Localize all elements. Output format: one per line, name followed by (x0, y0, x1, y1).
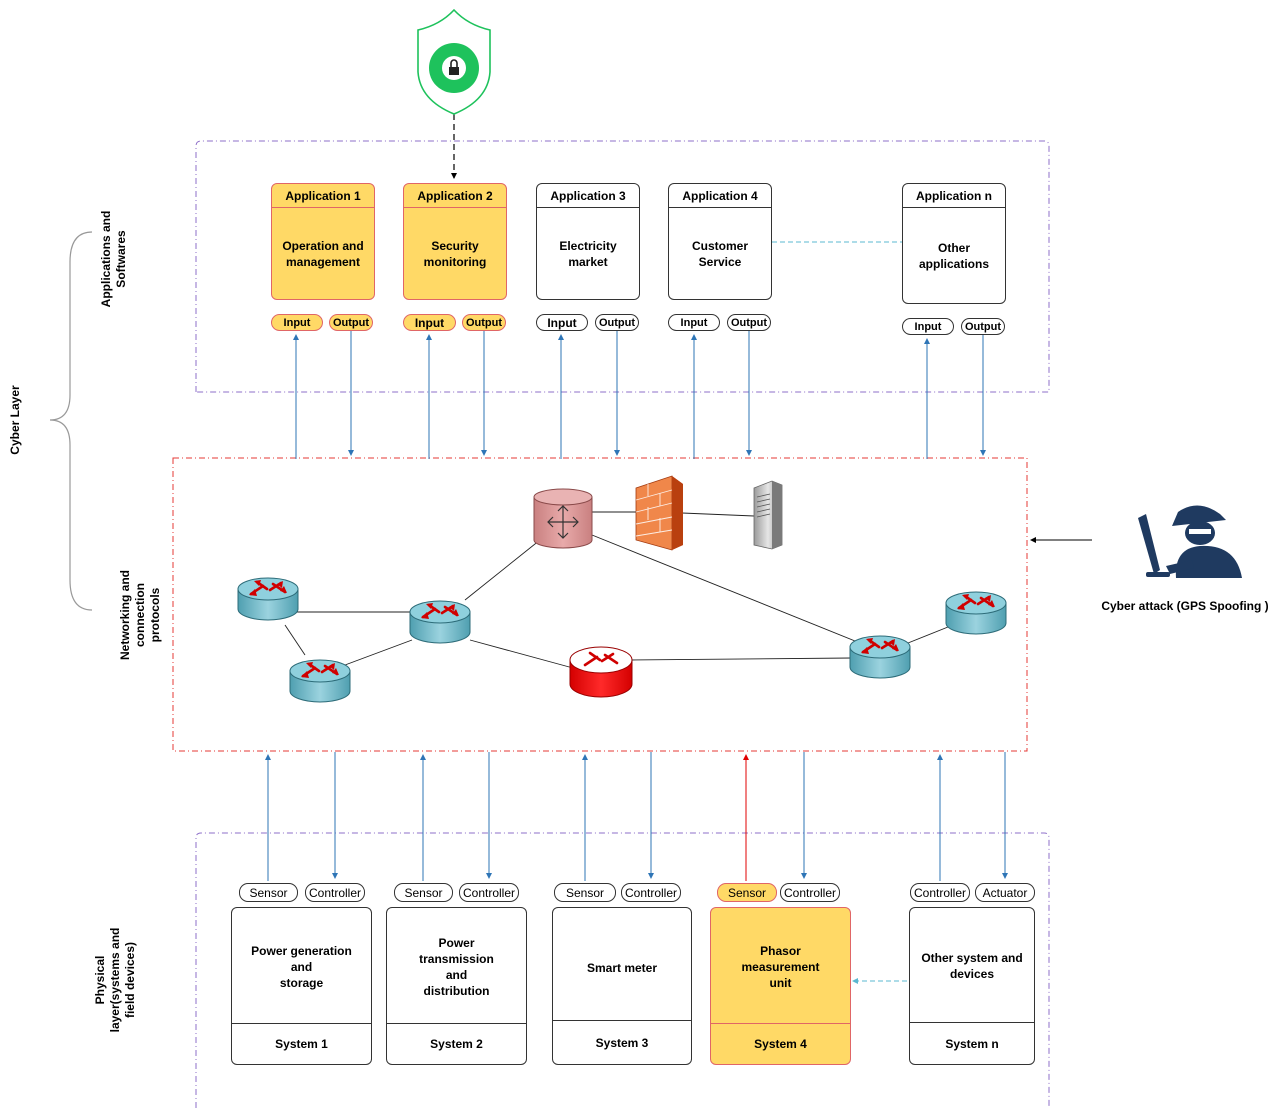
application-n-output-port[interactable]: Output (961, 318, 1005, 335)
application-title: Application 4 (669, 184, 771, 208)
networking-layer-label: Networking and connection protocols (117, 570, 162, 661)
shield-lock-icon (417, 8, 491, 115)
system-3-controller-port[interactable]: Controller (621, 883, 681, 902)
system-1-card[interactable]: Power generation and storage System 1 (231, 907, 372, 1065)
system-3-sensor-port[interactable]: Sensor (554, 883, 616, 902)
application-description: Electricity market (559, 238, 617, 269)
router-icon (237, 576, 299, 622)
attacker-label: Cyber attack (GPS Spoofing ) (1101, 599, 1269, 613)
application-4-card[interactable]: Application 4 Customer Service (668, 183, 772, 300)
application-2-output-port[interactable]: Output (462, 314, 506, 331)
application-description: Other applications (918, 240, 989, 271)
system-1-controller-port[interactable]: Controller (305, 883, 365, 902)
application-2-card[interactable]: Application 2 Security monitoring (403, 183, 507, 300)
application-2-input-port[interactable]: Input (403, 314, 456, 331)
application-title: Application n (903, 184, 1005, 208)
system-4-sensor-port[interactable]: Sensor (717, 883, 777, 902)
application-4-output-port[interactable]: Output (727, 314, 771, 331)
application-3-output-port[interactable]: Output (595, 314, 639, 331)
router-icon (945, 590, 1007, 636)
network-frame (172, 457, 1028, 752)
system-2-controller-port[interactable]: Controller (459, 883, 519, 902)
system-2-card[interactable]: Power transmission and distribution Syst… (386, 907, 527, 1065)
system-3-card[interactable]: Smart meter System 3 (552, 907, 692, 1065)
router-icon (289, 658, 351, 704)
system-4-card[interactable]: Phasor measurement unit System 4 (710, 907, 851, 1065)
physical-network-arrows (265, 752, 1008, 881)
physical-layer-label: Physical layer(systems and field devices… (92, 927, 137, 1033)
router-icon (409, 599, 471, 645)
application-description: Security monitoring (423, 238, 487, 269)
system-n-card[interactable]: Other system and devices System n (909, 907, 1035, 1065)
system-description: Smart meter (586, 961, 658, 975)
system-footer: System n (910, 1022, 1034, 1064)
applications-frame (195, 140, 1050, 393)
app-network-arrows (293, 331, 986, 459)
application-1-input-port[interactable]: Input (271, 314, 323, 331)
hacker-icon (1138, 505, 1242, 578)
physical-frame (195, 832, 1050, 1108)
applications-layer-label: Applications and Softwares (99, 210, 128, 308)
application-title: Application 2 (404, 184, 506, 208)
application-4-input-port[interactable]: Input (668, 314, 720, 331)
application-1-output-port[interactable]: Output (329, 314, 373, 331)
application-n-input-port[interactable]: Input (902, 318, 954, 335)
application-title: Application 1 (272, 184, 374, 208)
application-description: Operation and management (282, 238, 364, 269)
core-router-icon (533, 488, 593, 549)
network-links (268, 511, 949, 669)
system-footer: System 1 (232, 1023, 371, 1064)
system-footer: System 2 (387, 1023, 526, 1064)
application-3-input-port[interactable]: Input (536, 314, 588, 331)
application-n-card[interactable]: Application n Other applications (902, 183, 1006, 304)
system-footer: System 4 (711, 1023, 850, 1064)
system-description: Power transmission and distribution (419, 935, 494, 998)
system-1-sensor-port[interactable]: Sensor (239, 883, 298, 902)
cyber-layer-label: Cyber Layer (7, 385, 22, 455)
router-icon (849, 634, 911, 680)
firewall-icon (635, 475, 683, 551)
cyber-layer-brace (49, 231, 93, 611)
application-3-card[interactable]: Application 3 Electricity market (536, 183, 640, 300)
system-n-controller-port[interactable]: Controller (910, 883, 970, 902)
system-4-controller-port[interactable]: Controller (780, 883, 840, 902)
application-description: Customer Service (691, 238, 748, 269)
system-description: Power generation and storage (251, 943, 352, 990)
system-n-actuator-port[interactable]: Actuator (975, 883, 1035, 902)
server-icon (753, 480, 783, 550)
application-1-card[interactable]: Application 1 Operation and management (271, 183, 375, 300)
system-description: Other system and devices (921, 951, 1023, 981)
system-2-sensor-port[interactable]: Sensor (394, 883, 453, 902)
system-description: Phasor measurement unit (741, 943, 820, 990)
system-footer: System 3 (553, 1020, 691, 1064)
application-title: Application 3 (537, 184, 639, 208)
compromised-router-icon (569, 646, 633, 698)
